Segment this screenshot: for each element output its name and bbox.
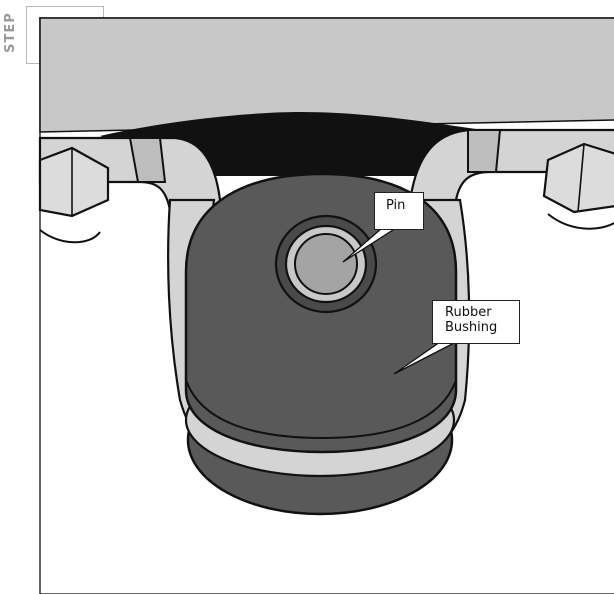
pin-callout: Pin: [374, 192, 424, 230]
right-bracket-weld: [467, 129, 502, 173]
pin-callout-text: Pin: [386, 198, 406, 213]
pin-pointer: [342, 227, 397, 263]
bushing-callout-line2: Bushing: [445, 320, 498, 335]
pin: [294, 233, 358, 295]
rubber-bushing: [184, 172, 458, 454]
bushing-callout-line1: Rubber: [445, 305, 492, 320]
frame-rail: [39, 17, 614, 133]
bushing-pointer: [393, 341, 457, 375]
left-bracket-weld: [128, 137, 167, 183]
bushing-callout: Rubber Bushing: [432, 300, 520, 344]
